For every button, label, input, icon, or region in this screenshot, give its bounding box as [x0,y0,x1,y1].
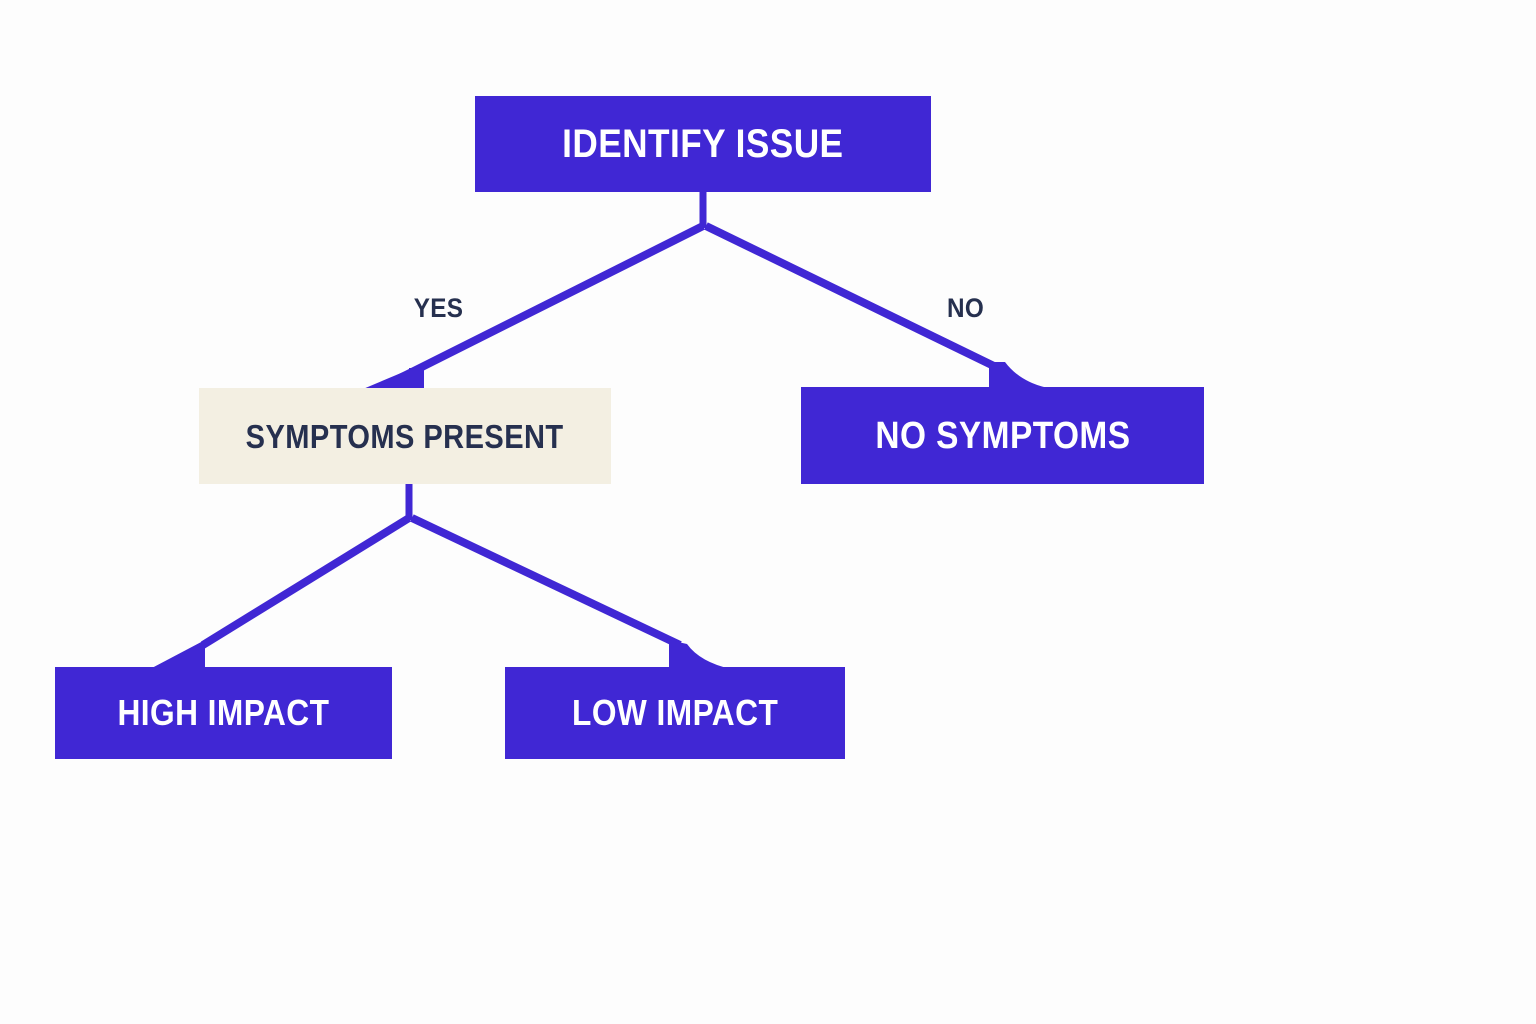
edge-identify-to-no-symptoms-line [704,222,1002,373]
edge-identify-to-symptoms-arrow-stub [409,368,424,389]
node-identify-issue[interactable]: IDENTIFY ISSUE [475,96,931,192]
edge-label-yes: YES [413,293,464,323]
node-symptoms-present-label: SYMPTOMS PRESENT [246,417,564,455]
node-no-symptoms[interactable]: NO SYMPTOMS [801,387,1204,484]
edge-symptoms-to-low-impact-arrowhead [669,640,731,669]
node-high-impact-label: HIGH IMPACT [117,692,330,733]
edge-identify-to-symptoms-line [392,222,705,385]
node-symptoms-present[interactable]: SYMPTOMS PRESENT [199,388,611,484]
edge-identify-to-no-symptoms-arrowhead [989,362,1048,388]
edge-symptoms-to-high-impact-line [200,514,412,649]
edge-symptoms-to-low-impact-line [410,514,682,649]
edge-label-no: NO [947,293,985,323]
edge-symptoms-to-high-impact-arrow-stub [191,640,205,669]
node-high-impact[interactable]: HIGH IMPACT [55,667,392,759]
edge-identify-to-symptoms-arrowhead [363,365,424,389]
node-low-impact-label: LOW IMPACT [571,692,779,733]
node-no-symptoms-label: NO SYMPTOMS [874,414,1131,457]
node-low-impact[interactable]: LOW IMPACT [505,667,845,759]
node-identify-issue-label: IDENTIFY ISSUE [562,122,844,166]
